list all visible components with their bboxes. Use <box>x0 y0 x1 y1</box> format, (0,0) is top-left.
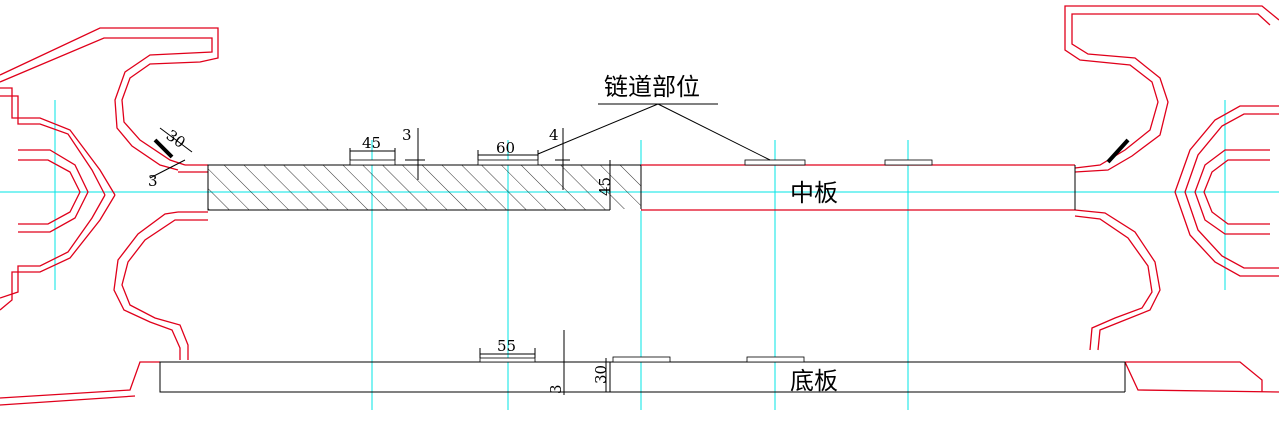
dim-strip-55: 55 <box>497 337 516 355</box>
chain-strips <box>349 159 933 363</box>
dim-bevel-30: 30 <box>163 126 189 152</box>
left-frame-outline <box>0 27 219 406</box>
bottom-plate-label: 底板 <box>790 367 838 395</box>
dim-strip-45: 45 <box>362 134 381 152</box>
right-frame-outline <box>1064 5 1279 393</box>
chain-position-label: 链道部位 <box>604 73 700 101</box>
middle-plate-label: 中板 <box>790 179 838 207</box>
dim-thickness-30: 30 <box>592 365 610 384</box>
dim-strip-60: 60 <box>496 139 515 157</box>
dim-thickness-45: 45 <box>596 177 614 196</box>
middle-plate <box>207 164 1076 211</box>
centerlines <box>0 100 1279 410</box>
dim-gap-3-bottom: 3 <box>547 384 565 394</box>
chain-position-leader <box>537 103 771 161</box>
dim-gap-3: 3 <box>402 126 412 144</box>
bottom-plate <box>159 361 1126 393</box>
dimension-lines <box>149 127 611 395</box>
dim-bevel-3: 3 <box>148 172 158 190</box>
dim-gap-4: 4 <box>549 126 559 144</box>
